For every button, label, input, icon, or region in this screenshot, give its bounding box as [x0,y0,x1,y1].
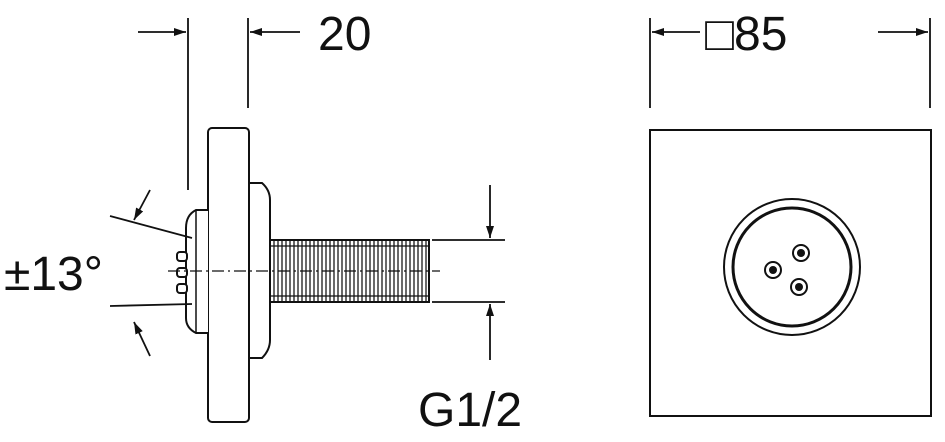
angle-label: ±13° [4,248,103,301]
nozzle-inner-ring [731,206,853,328]
jet-holes [764,244,810,296]
nozzle-outer-ring [723,198,861,336]
thread-label: G1/2 [418,384,522,437]
width-label: □85 [705,8,787,61]
width-dimension [649,18,931,108]
jet-nubs [176,251,188,294]
side-view [109,18,505,423]
depth-dimension [138,18,300,190]
depth-label: 20 [318,8,371,61]
angle-dimension [109,189,193,357]
thread-dimension [432,185,505,360]
wall-plate [207,127,250,423]
front-view [649,18,932,417]
